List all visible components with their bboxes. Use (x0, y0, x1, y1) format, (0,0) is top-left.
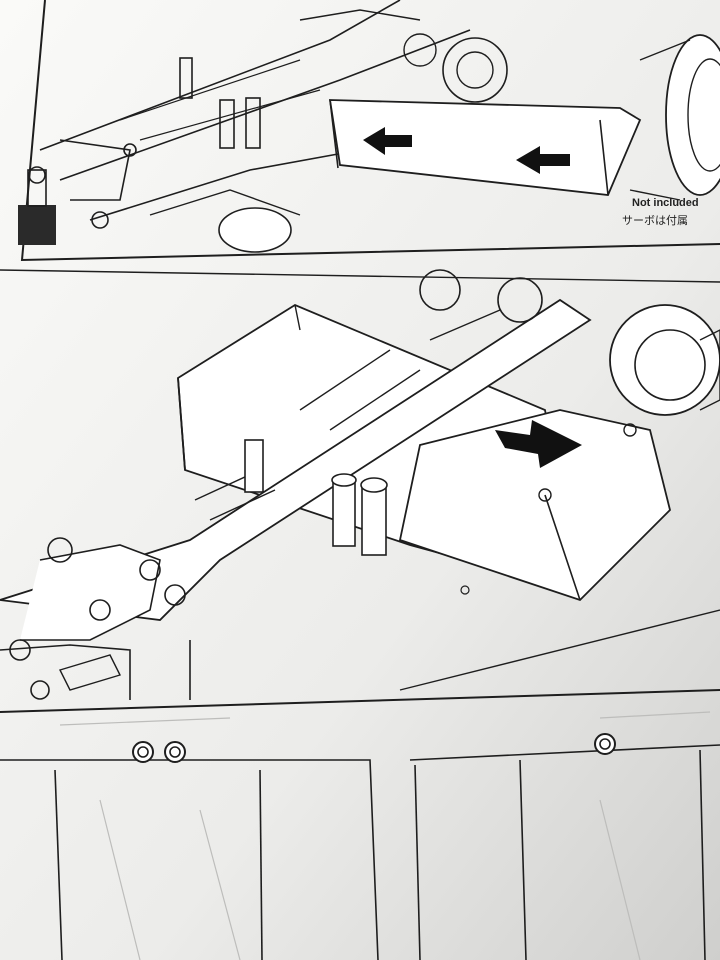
middle-box-arrow (495, 420, 582, 468)
arrow-right-icon (495, 420, 582, 468)
not-included-label: Not included (632, 197, 699, 209)
servo-note-jp: サーボは付属 (622, 214, 688, 227)
arrow-left-icon (516, 146, 570, 174)
top-box-arrow-1 (363, 127, 412, 155)
arrow-left-icon (363, 127, 412, 155)
top-panel (18, 0, 720, 262)
bottom-panel (0, 711, 720, 960)
top-box-arrow-2 (516, 146, 570, 174)
middle-panel (0, 269, 720, 713)
